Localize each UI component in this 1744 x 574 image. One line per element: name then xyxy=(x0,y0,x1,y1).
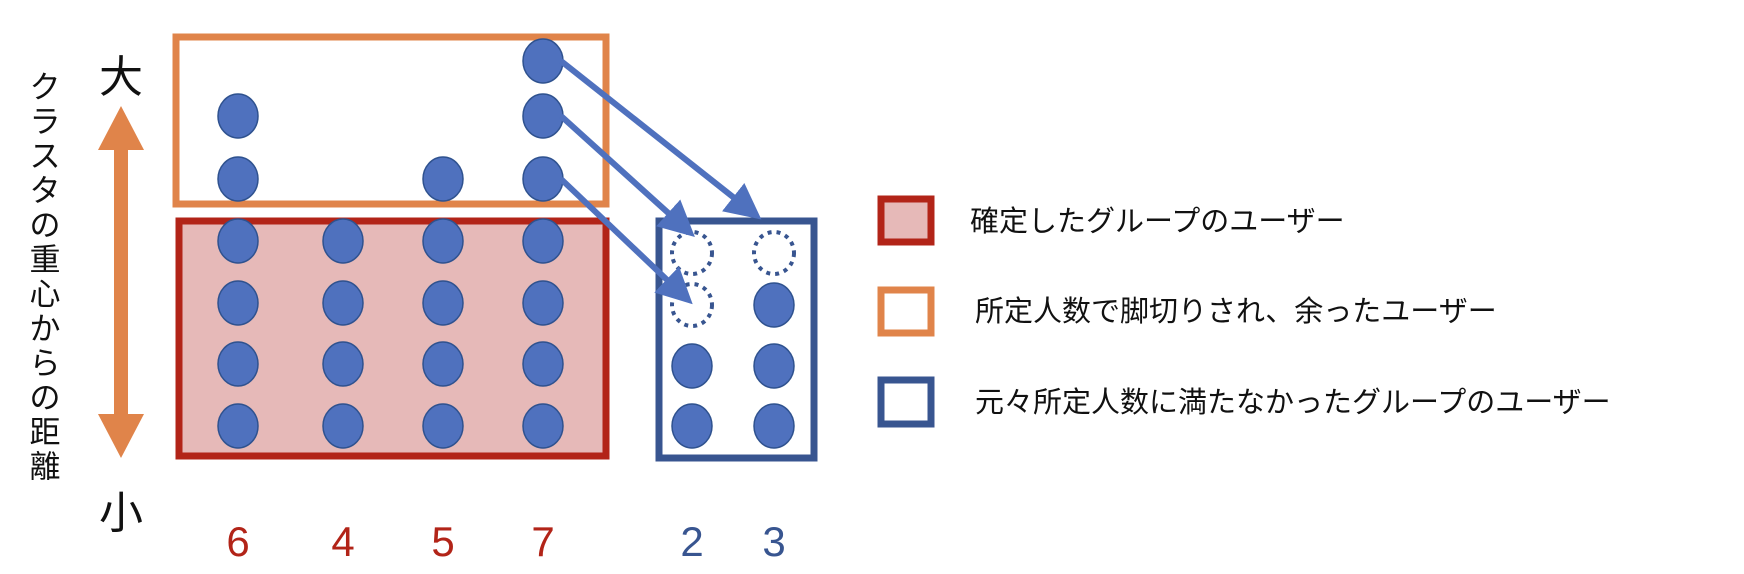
user-dot xyxy=(217,218,259,264)
user-dot xyxy=(753,403,795,449)
group-size-label: 6 xyxy=(226,518,249,565)
user-dot xyxy=(522,38,564,84)
move-arrow xyxy=(558,176,693,305)
user-dot xyxy=(522,280,564,326)
user-dot xyxy=(422,403,464,449)
legend-item-overflow: 所定人数で脚切りされ、余ったユーザー xyxy=(877,286,1497,337)
user-dot xyxy=(217,280,259,326)
axis-title-char: ス xyxy=(30,139,61,175)
axis-title-char: 心 xyxy=(30,277,61,313)
group-size-label: 7 xyxy=(531,518,554,565)
overflow-users-box xyxy=(172,33,610,208)
legend-swatch xyxy=(877,376,935,428)
user-dot xyxy=(671,403,713,449)
user-dot xyxy=(217,156,259,202)
legend-swatch xyxy=(877,286,935,337)
user-dot xyxy=(217,93,259,139)
user-dot xyxy=(322,403,364,449)
double-arrow-icon xyxy=(98,106,144,458)
user-dot xyxy=(422,341,464,387)
move-arrow xyxy=(559,58,762,220)
empty-slot-dot xyxy=(670,230,714,276)
user-dot xyxy=(422,156,464,202)
axis-title-char: ら xyxy=(30,346,61,382)
group-size-label: 4 xyxy=(331,518,354,565)
axis-title-char: か xyxy=(30,312,61,348)
legend-item-underfilled: 元々所定人数に満たなかったグループのユーザー xyxy=(877,376,1611,428)
axis-title-char: の xyxy=(30,381,61,417)
empty-slot-dot xyxy=(670,282,714,328)
axis-top-label: 大 xyxy=(99,52,143,103)
axis-title-char: ク xyxy=(30,70,61,106)
user-dot xyxy=(322,280,364,326)
user-dot xyxy=(753,343,795,389)
legend-swatch xyxy=(877,195,935,246)
user-dot xyxy=(322,218,364,264)
user-dot xyxy=(422,280,464,326)
user-dot xyxy=(522,403,564,449)
axis-title-char: 重 xyxy=(30,243,61,279)
user-dot xyxy=(522,218,564,264)
group-size-label: 3 xyxy=(762,518,785,565)
user-dot xyxy=(671,343,713,389)
user-dot xyxy=(522,341,564,387)
axis-title-char: タ xyxy=(30,174,61,210)
user-dot xyxy=(753,282,795,328)
legend-item-confirmed: 確定したグループのユーザー xyxy=(877,195,1345,246)
move-arrow xyxy=(558,113,695,238)
legend: 確定したグループのユーザー 所定人数で脚切りされ、余ったユーザー 元々所定人数に… xyxy=(877,195,1611,428)
axis-title-char: 離 xyxy=(30,450,61,486)
group-size-label: 5 xyxy=(431,518,454,565)
axis-title-char: ラ xyxy=(30,105,61,141)
axis-title-char: の xyxy=(30,208,61,244)
user-dot xyxy=(322,341,364,387)
legend-label: 確定したグループのユーザー xyxy=(970,204,1345,238)
user-dot xyxy=(422,218,464,264)
legend-label: 所定人数で脚切りされ、余ったユーザー xyxy=(975,294,1497,328)
group-size-label: 2 xyxy=(680,518,703,565)
user-dot xyxy=(217,341,259,387)
empty-slot-dot xyxy=(752,230,796,276)
user-dot xyxy=(522,93,564,139)
user-dot xyxy=(217,403,259,449)
axis-title-char: 距 xyxy=(30,415,61,451)
user-dot xyxy=(522,156,564,202)
axis-bottom-label: 小 xyxy=(99,488,143,539)
legend-label: 元々所定人数に満たなかったグループのユーザー xyxy=(975,385,1611,419)
